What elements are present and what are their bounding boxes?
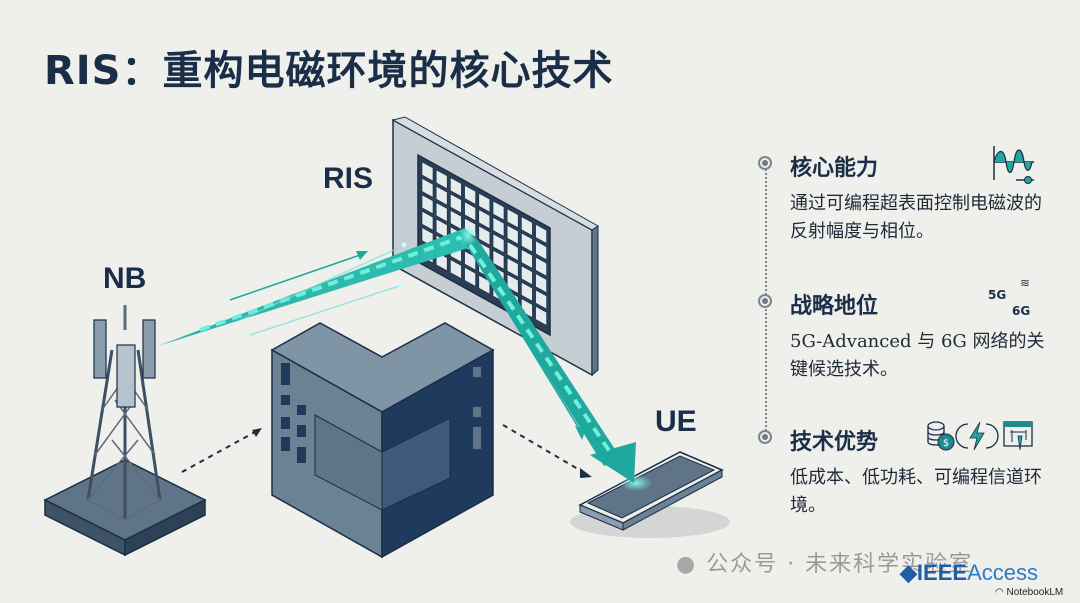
- feature-text: 通过可编程超表面控制电磁波的反射幅度与相位。: [790, 193, 1042, 242]
- ris-unit-cell: [421, 194, 434, 215]
- ris-unit-cell: [421, 210, 434, 231]
- ris-unit-cell: [521, 216, 533, 237]
- ris-unit-cell: [464, 184, 476, 205]
- ris-unit-cell: [521, 265, 533, 286]
- timeline-dot: [758, 156, 772, 170]
- nb-label: NB: [103, 262, 147, 295]
- ris-unit-cell: [421, 161, 434, 182]
- ris-unit-cell: [478, 192, 491, 213]
- ris-unit-cell: [492, 233, 505, 254]
- blocked-signal-arrows: [181, 424, 592, 478]
- notebooklm-logo: ◠ NotebookLM: [995, 587, 1064, 598]
- ris-unit-cell: [506, 257, 519, 278]
- base-station-tower: [43, 305, 207, 557]
- ieee-access-logo: ◆IEEEAccess: [900, 560, 1038, 585]
- ris-unit-cell: [506, 241, 519, 262]
- ris-unit-cell: [521, 281, 533, 302]
- ieee-diamond-icon: ◆: [900, 560, 917, 585]
- ris-unit-cell: [521, 248, 533, 269]
- incident-beam: [158, 228, 478, 346]
- building-obstacle: [270, 322, 495, 559]
- energy-icon: [955, 421, 999, 451]
- notebooklm-icon: ◠: [995, 587, 1004, 598]
- ris-unit-cell: [435, 185, 448, 206]
- feature-text: 低成本、低功耗、可编程信道环境。: [790, 467, 1042, 516]
- ris-unit-cell: [478, 209, 491, 230]
- ris-unit-cell: [535, 273, 547, 294]
- ris-unit-cell: [535, 223, 547, 244]
- ris-unit-cell: [521, 232, 533, 253]
- ris-unit-cell: [506, 208, 519, 229]
- ris-unit-cell: [478, 225, 491, 246]
- ris-unit-cell: [535, 305, 547, 326]
- feature-title: 战略地位: [790, 294, 879, 319]
- wechat-icon: ●: [676, 552, 698, 577]
- ris-unit-cell: [450, 177, 462, 198]
- ris-unit-cell: [478, 274, 491, 295]
- 5g-6g-icon: 5G 6G ≋: [988, 276, 1031, 318]
- ris-label: RIS: [323, 162, 374, 195]
- feature-text: 5G-Advanced 与 6G 网络的关键候选技术。: [790, 331, 1045, 380]
- page-title: RIS：重构电磁环境的核心技术: [44, 48, 614, 94]
- ris-unit-cell: [450, 259, 462, 280]
- ris-unit-cell: [506, 224, 519, 245]
- ris-unit-cell: [535, 240, 547, 261]
- ris-unit-cell: [464, 201, 476, 222]
- wechat-watermark: ● 公众号 · 未来科学实验室: [676, 552, 974, 577]
- ris-unit-cell: [435, 169, 448, 190]
- ris-unit-cell: [535, 256, 547, 277]
- ris-unit-cell: [464, 266, 476, 287]
- feature-title: 核心能力: [790, 156, 879, 181]
- svg-text:$: $: [943, 438, 949, 449]
- user-equipment-phone: [570, 451, 730, 538]
- ris-scene-illustration: [43, 116, 730, 559]
- ris-unit-cell: [435, 202, 448, 223]
- ris-unit-cell: [535, 289, 547, 310]
- ris-unit-cell: [421, 177, 434, 198]
- feature-title: 技术优势: [790, 430, 879, 455]
- reflected-beam: [458, 226, 636, 483]
- ue-label: UE: [655, 405, 697, 438]
- ris-unit-cell: [492, 216, 505, 237]
- wifi-icon: ≋: [1020, 276, 1031, 290]
- timeline-dot: [758, 294, 772, 308]
- ris-unit-cell: [450, 193, 462, 214]
- programmable-panel-icon: [1003, 421, 1033, 451]
- waveform-icon: [993, 146, 1034, 184]
- timeline-dot: [758, 430, 772, 444]
- ris-unit-cell: [506, 273, 519, 294]
- advantage-icons: $: [927, 421, 1033, 451]
- coin-stack-icon: $: [927, 421, 955, 451]
- ris-unit-cell: [492, 200, 505, 221]
- ris-unit-cell: [492, 249, 505, 270]
